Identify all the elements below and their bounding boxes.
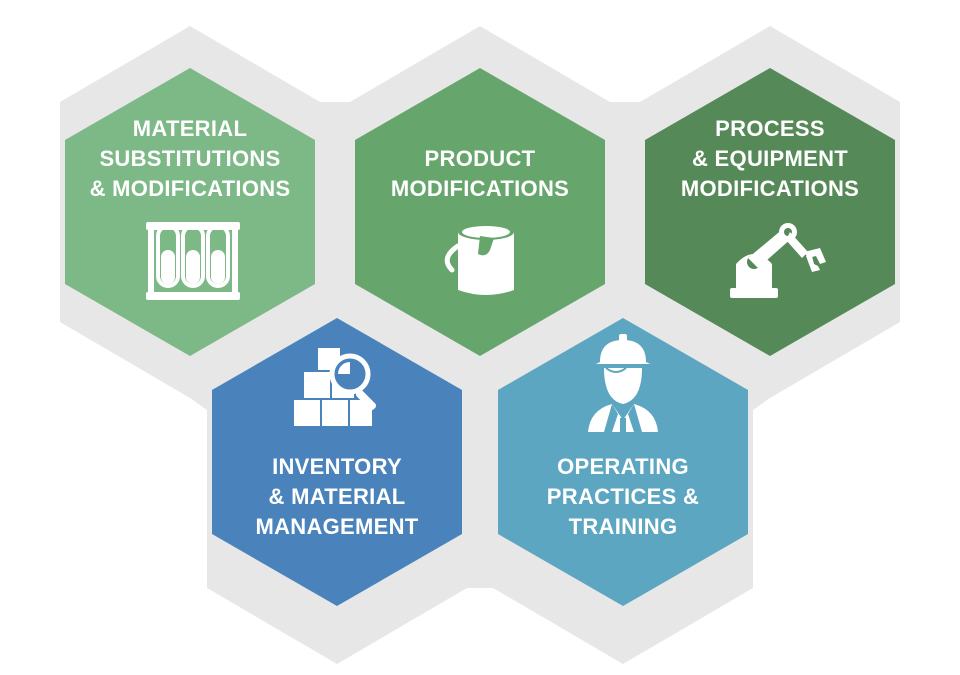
label-line: PRACTICES & <box>546 484 700 509</box>
label-line: MODIFICATIONS <box>390 176 570 201</box>
hex-operating-practices[interactable] <box>498 318 748 606</box>
label-line: MANAGEMENT <box>255 514 419 539</box>
label-line: MATERIAL <box>132 116 248 141</box>
label-inventory-management: INVENTORY & MATERIAL MANAGEMENT <box>212 452 462 542</box>
boxes-magnifier-icon <box>294 348 377 426</box>
robotic-arm-icon <box>730 223 826 298</box>
label-line: & EQUIPMENT <box>691 146 849 171</box>
label-product-modifications: PRODUCT MODIFICATIONS <box>355 144 605 204</box>
paint-bucket-icon <box>444 224 514 295</box>
label-material-substitutions: MATERIAL SUBSTITUTIONS & MODIFICATIONS <box>65 114 315 204</box>
label-line: MODIFICATIONS <box>680 176 860 201</box>
label-line: INVENTORY <box>272 454 402 479</box>
test-tubes-icon <box>146 222 240 300</box>
hex-product-modifications[interactable] <box>355 68 605 356</box>
label-process-equipment: PROCESS & EQUIPMENT MODIFICATIONS <box>645 114 895 204</box>
worker-icon <box>588 334 658 432</box>
label-line: OPERATING <box>557 454 689 479</box>
hex-process-equipment[interactable] <box>645 68 895 356</box>
label-line: & MODIFICATIONS <box>89 176 291 201</box>
hex-material-substitutions[interactable] <box>65 68 315 356</box>
label-line: & MATERIAL <box>268 484 406 509</box>
label-line: PRODUCT <box>424 146 536 171</box>
label-line: PROCESS <box>715 116 825 141</box>
label-operating-practices: OPERATING PRACTICES & TRAINING <box>498 452 748 542</box>
label-line: SUBSTITUTIONS <box>99 146 281 171</box>
label-line: TRAINING <box>568 514 678 539</box>
hex-inventory-management[interactable] <box>212 318 462 606</box>
